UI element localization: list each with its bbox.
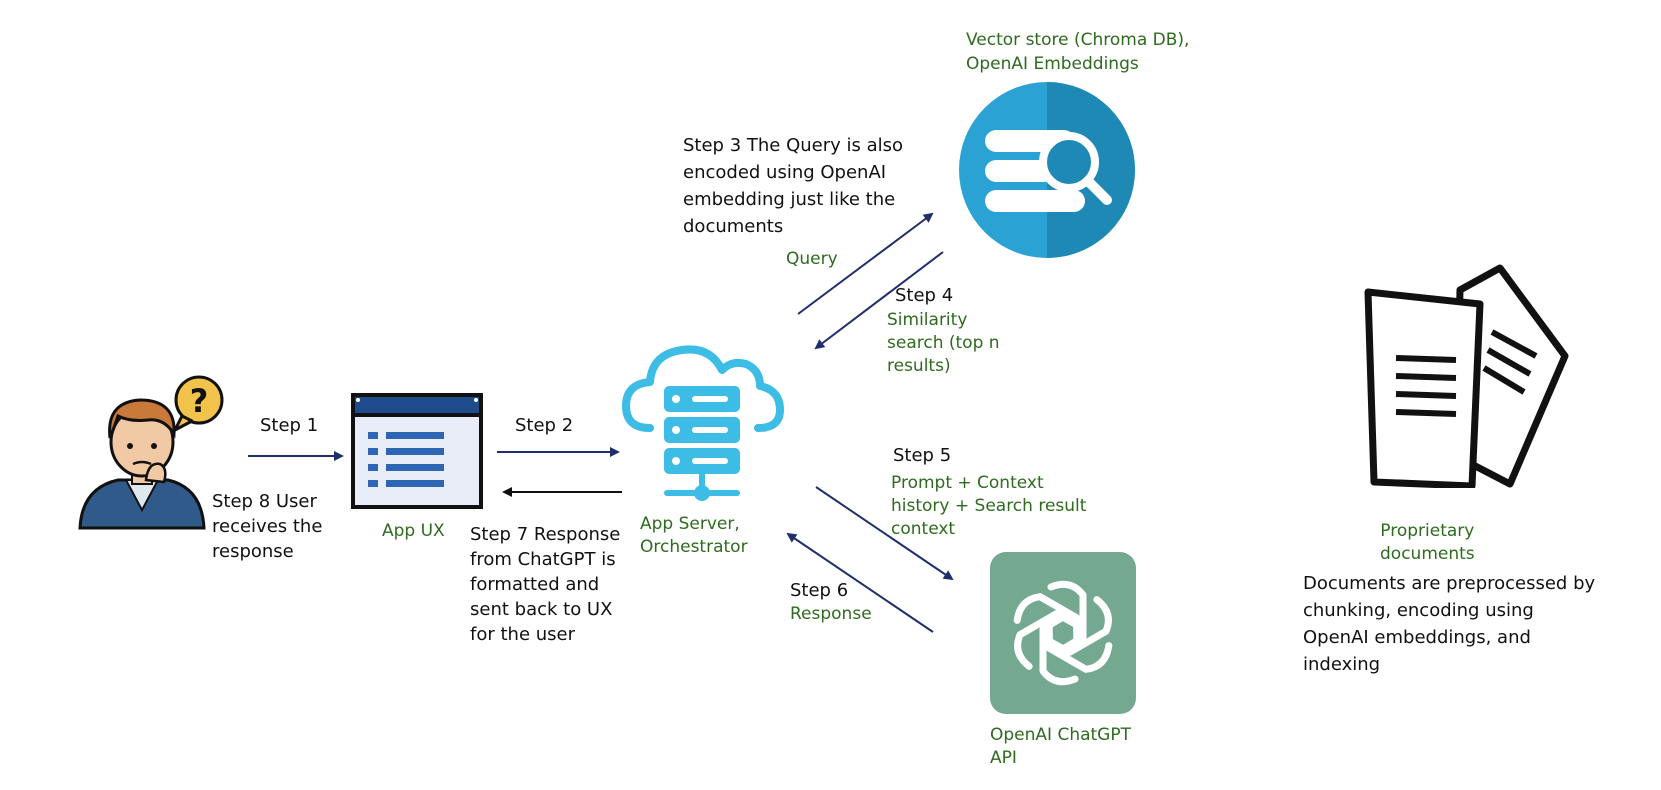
documents-note-line: indexing (1303, 654, 1381, 675)
app-ux-label: App UX (382, 521, 445, 541)
documents-label-line: Proprietary (1380, 521, 1475, 541)
step3-line: Step 3 The Query is also (683, 135, 904, 156)
step8-line: receives the (212, 516, 323, 537)
vector-store-label-line: OpenAI Embeddings (966, 54, 1139, 74)
step3-label: Step 3 The Query is also encoded using O… (683, 132, 903, 240)
arrow-step4 (814, 251, 944, 350)
openai-logo-icon (990, 552, 1136, 714)
step4-desc-line: search (top n (887, 333, 1000, 353)
step6-title: Step 6 (790, 580, 849, 601)
step5-title: Step 5 (893, 445, 952, 466)
step4-desc-line: results) (887, 356, 951, 376)
step5-desc: Prompt + Context history + Search result… (891, 472, 1086, 541)
documents-note: Documents are preprocessed by chunking, … (1303, 570, 1595, 678)
svg-text:?: ? (190, 382, 209, 420)
chatgpt-label-line: API (990, 748, 1017, 768)
step3-line: documents (683, 216, 784, 237)
server-label-line: Orchestrator (640, 537, 748, 557)
step3-line: embedding just like the (683, 189, 896, 210)
step2-label: Step 2 (515, 415, 574, 436)
documents-label: Proprietary documents (1380, 520, 1475, 566)
documents-label-line: documents (1380, 544, 1475, 564)
step7-line: Step 7 Response (470, 524, 621, 545)
step4-desc: Similarity search (top n results) (887, 309, 1000, 378)
step4-desc-line: Similarity (887, 310, 968, 330)
step4-title: Step 4 (895, 285, 954, 306)
step6-desc: Response (790, 604, 872, 624)
step8-line: response (212, 541, 294, 562)
step7-line: sent back to UX (470, 599, 613, 620)
chatgpt-label-line: OpenAI ChatGPT (990, 725, 1131, 745)
cloud-server-icon (620, 330, 785, 515)
database-search-icon (957, 80, 1137, 260)
server-label-line: App Server, (640, 514, 740, 534)
query-label: Query (786, 249, 838, 269)
arrow-step5 (815, 486, 954, 581)
arrow-step6 (786, 532, 934, 633)
step8-line: Step 8 User (212, 491, 317, 512)
documents-note-line: chunking, encoding using (1303, 600, 1534, 621)
step7-label: Step 7 Response from ChatGPT is formatte… (470, 522, 620, 647)
documents-note-line: OpenAI embeddings, and (1303, 627, 1531, 648)
step8-label: Step 8 User receives the response (212, 489, 322, 564)
step5-desc-line: Prompt + Context (891, 473, 1044, 493)
documents-icon (1360, 260, 1570, 490)
server-label: App Server, Orchestrator (640, 513, 748, 559)
documents-note-line: Documents are preprocessed by (1303, 573, 1596, 594)
step3-line: encoded using OpenAI (683, 162, 887, 183)
arrow-query (797, 212, 934, 315)
vector-store-label-line: Vector store (Chroma DB), (966, 30, 1190, 50)
step5-desc-line: history + Search result (891, 496, 1087, 516)
user-question-icon: ? (78, 372, 228, 532)
step7-line: formatted and (470, 574, 600, 595)
step5-desc-line: context (891, 519, 956, 539)
app-window-icon (350, 392, 484, 510)
chatgpt-label: OpenAI ChatGPT API (990, 724, 1131, 770)
step7-line: from ChatGPT is (470, 549, 616, 570)
step7-line: for the user (470, 624, 575, 645)
step1-label: Step 1 (260, 415, 319, 436)
vector-store-label: Vector store (Chroma DB), OpenAI Embeddi… (966, 28, 1189, 76)
